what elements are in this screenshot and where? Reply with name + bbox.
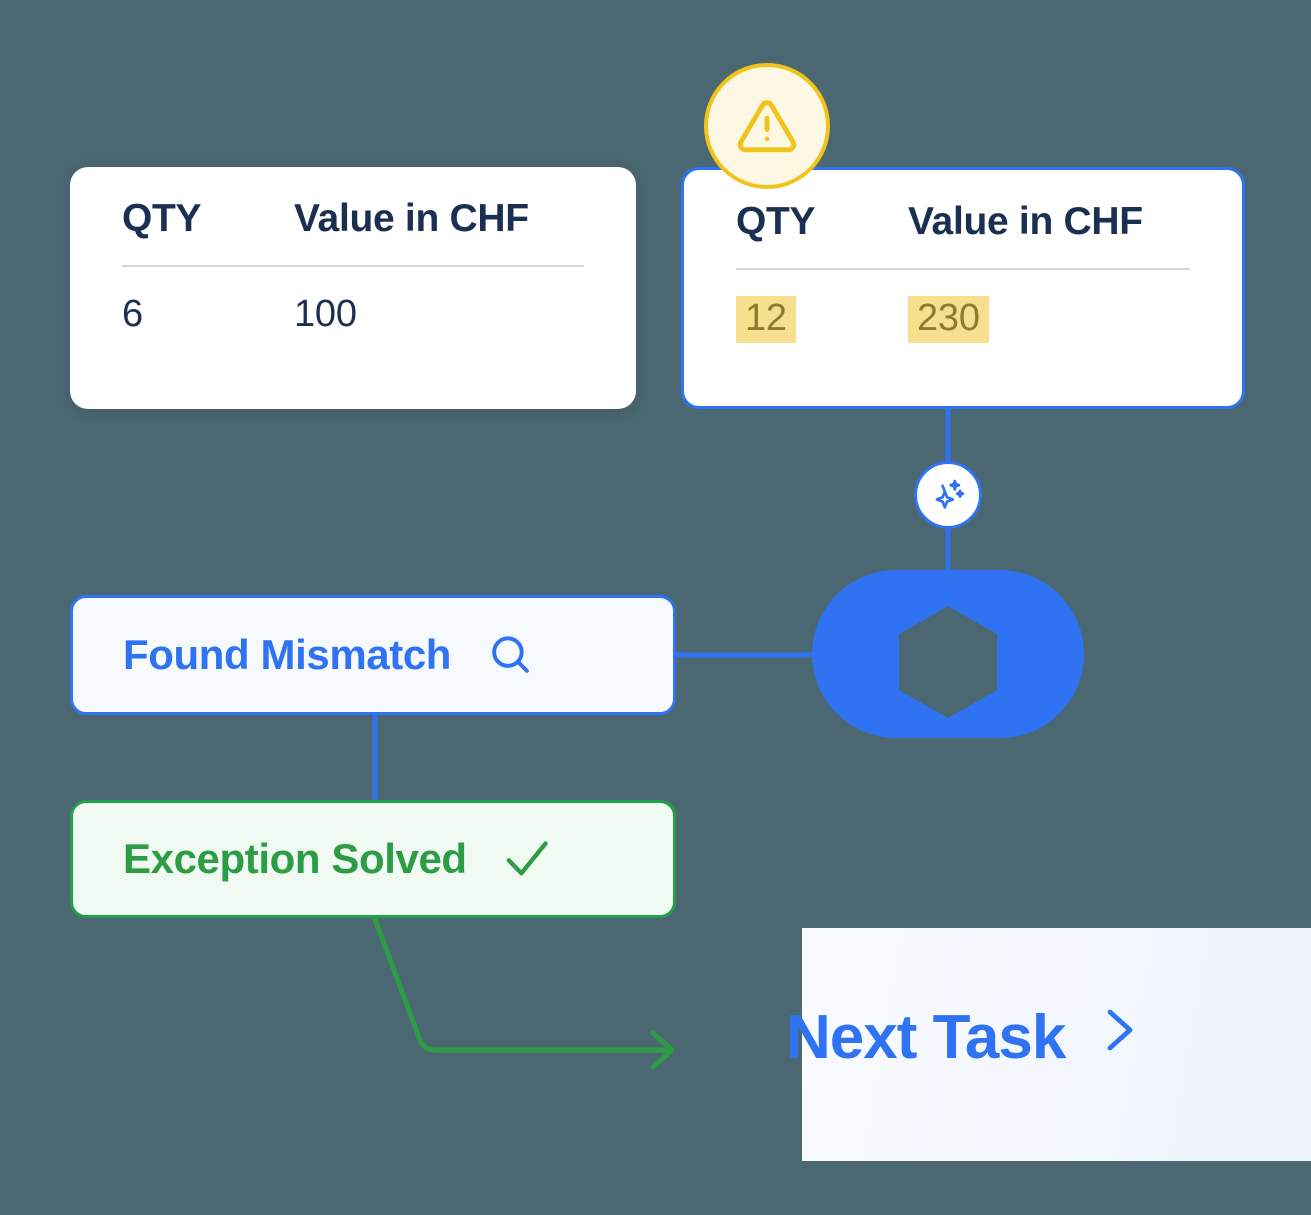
source-record-table: QTY Value in CHF 6 100 <box>122 197 584 336</box>
check-icon <box>501 833 553 885</box>
sparkle-icon <box>935 479 965 509</box>
chevron-right-icon <box>1095 1000 1143 1075</box>
hexagon-process-icon <box>812 570 1084 738</box>
flagged-record-card[interactable]: QTY Value in CHF 12 230 <box>681 167 1245 409</box>
process-node[interactable] <box>812 570 1084 738</box>
arrowhead-icon <box>650 1030 675 1070</box>
warning-triangle-icon <box>737 100 797 153</box>
cell-qty: 12 <box>736 270 908 343</box>
next-task-panel[interactable] <box>802 928 1311 1161</box>
flagged-record-table: QTY Value in CHF 12 230 <box>736 200 1190 343</box>
cell-value: 230 <box>908 270 1190 343</box>
table-header-row: QTY Value in CHF <box>736 200 1190 268</box>
column-header-value: Value in CHF <box>908 200 1143 243</box>
highlighted-value-amount: 230 <box>908 296 989 343</box>
chip-exception-solved[interactable]: Exception Solved <box>70 800 676 918</box>
warning-badge[interactable] <box>704 63 830 189</box>
table-row: 12 230 <box>736 270 1190 343</box>
column-header-value: Value in CHF <box>294 197 529 240</box>
ai-sparkle-node[interactable] <box>914 461 982 529</box>
table-row: 6 100 <box>122 267 584 336</box>
column-header-qty: QTY <box>736 200 816 243</box>
table-header-row: QTY Value in CHF <box>122 197 584 265</box>
table-separator <box>122 265 584 267</box>
chip-label-exception-solved: Exception Solved <box>123 835 467 882</box>
next-task-label: Next Task <box>786 1003 1066 1072</box>
connector-solved-to-next-task <box>372 914 671 1053</box>
cell-qty: 6 <box>122 293 143 335</box>
search-icon <box>485 630 535 680</box>
next-task-button[interactable]: Next Task <box>786 1000 1143 1075</box>
cell-value: 100 <box>294 293 357 335</box>
chip-label-found-mismatch: Found Mismatch <box>123 631 452 678</box>
source-record-card[interactable]: QTY Value in CHF 6 100 <box>70 167 636 409</box>
table-separator <box>736 268 1190 270</box>
column-header-qty: QTY <box>122 197 202 240</box>
chip-found-mismatch[interactable]: Found Mismatch <box>70 595 676 715</box>
highlighted-value-qty: 12 <box>736 296 796 343</box>
